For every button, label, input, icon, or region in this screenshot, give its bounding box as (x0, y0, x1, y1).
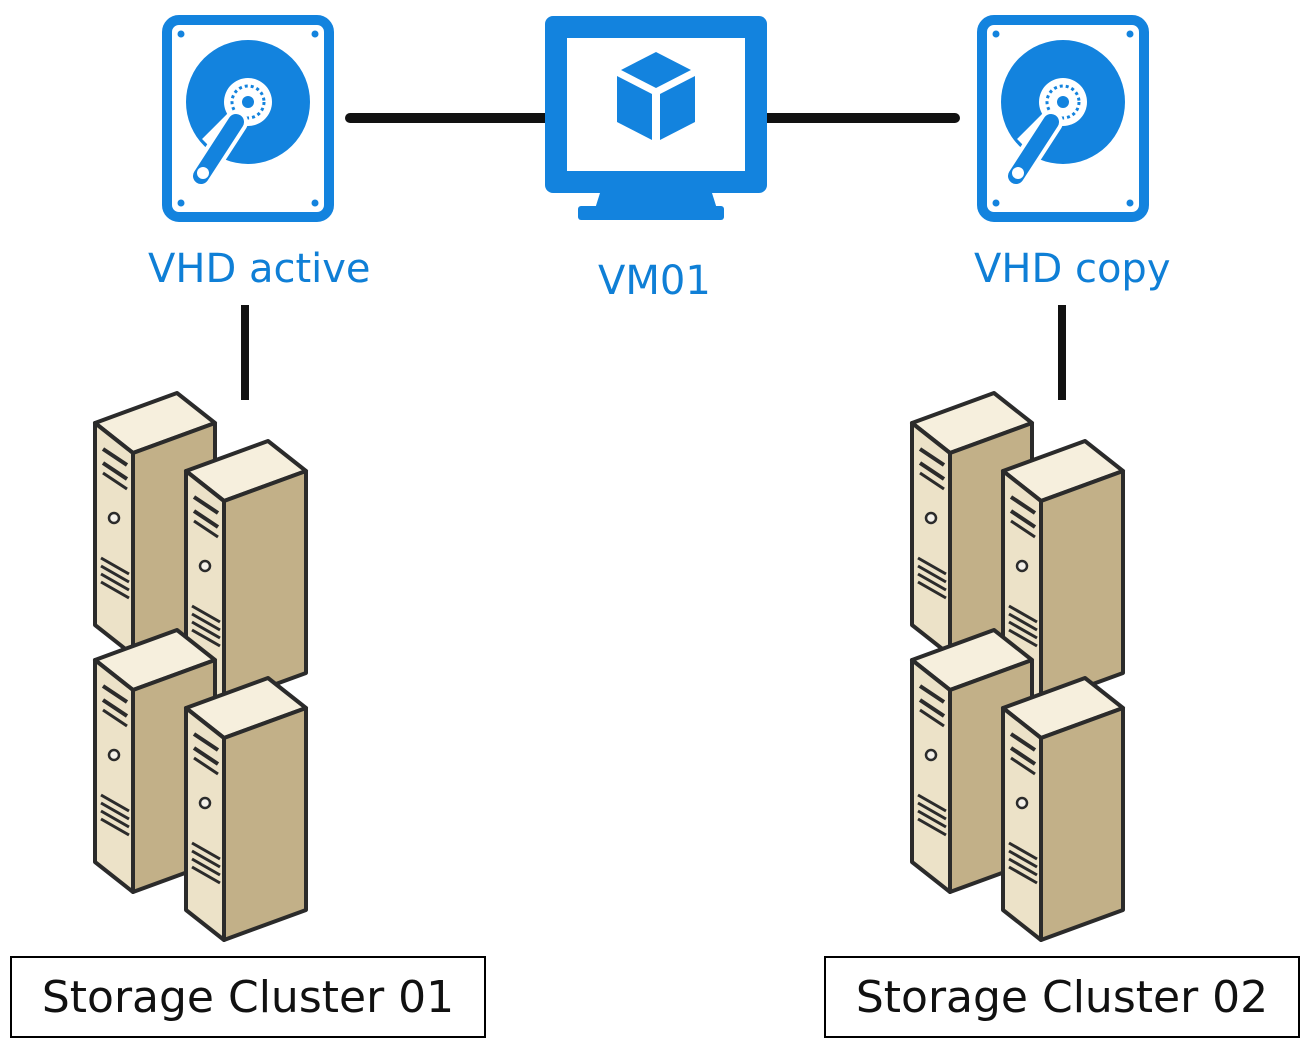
vhd-active-label: VHD active (148, 246, 371, 292)
vhd-copy-label: VHD copy (974, 246, 1171, 292)
hard-disk-icon (982, 20, 1144, 217)
vm-label: VM01 (598, 258, 711, 304)
storage-cluster-02-box: Storage Cluster 02 (824, 956, 1300, 1038)
cube-icon (617, 52, 695, 140)
storage-cluster-02-label: Storage Cluster 02 (855, 971, 1269, 1023)
hard-disk-icon (167, 20, 329, 217)
virtual-machine-monitor-icon (545, 16, 767, 220)
server-rack-icon (93, 391, 308, 942)
storage-cluster-01-label: Storage Cluster 01 (41, 971, 455, 1023)
storage-cluster-01-box: Storage Cluster 01 (10, 956, 486, 1038)
server-rack-icon (910, 391, 1125, 942)
